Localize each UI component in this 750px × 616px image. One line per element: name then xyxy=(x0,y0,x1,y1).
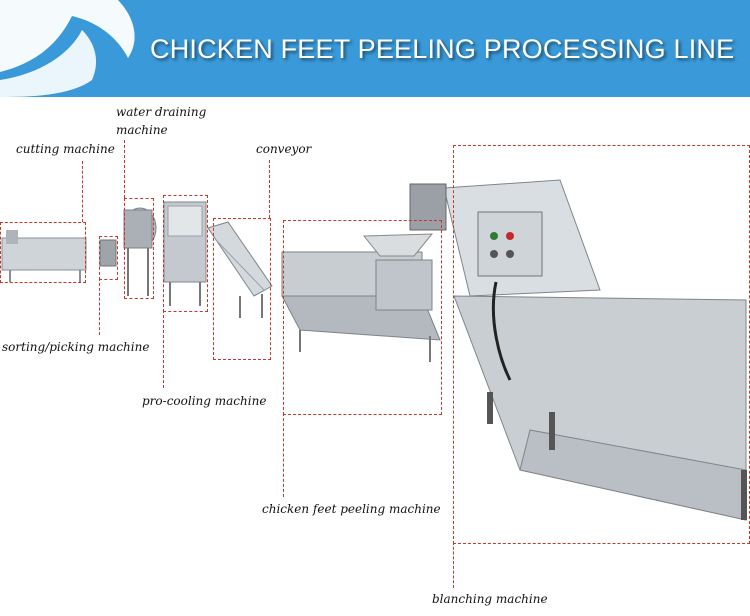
header-banner: CHICKEN FEET PEELING PROCESSING LINE xyxy=(0,0,750,97)
processing-line-illustration xyxy=(1,179,747,521)
label-cutting-machine: cutting machine xyxy=(16,142,115,156)
peeling-machine-drawing xyxy=(281,233,441,362)
sorting-machine-drawing xyxy=(99,239,117,267)
cutting-machine-callout-box xyxy=(0,222,86,283)
blanching-leader-line xyxy=(453,542,454,588)
label-pre-cooling-machine: pro-cooling machine xyxy=(142,394,267,408)
cutting-machine-drawing xyxy=(1,230,87,282)
blanching-machine-drawing xyxy=(409,179,747,521)
conveyor-drawing xyxy=(207,221,273,318)
sorting-machine-callout-box xyxy=(99,236,118,280)
label-water-draining-line2: machine xyxy=(116,123,168,137)
page-title: CHICKEN FEET PEELING PROCESSING LINE xyxy=(150,34,735,64)
precooling-leader-line xyxy=(163,310,164,388)
draining-leader-line xyxy=(124,140,125,198)
label-sorting-picking-machine: sorting/picking machine xyxy=(2,340,150,354)
label-water-draining-line1: water draining xyxy=(116,105,207,119)
water-draining-machine-drawing xyxy=(123,207,157,296)
peeling-machine-callout-box xyxy=(283,220,442,415)
peeling-leader-line xyxy=(283,413,284,497)
blanching-machine-callout-box xyxy=(453,145,750,544)
precooling-callout-box xyxy=(163,195,208,312)
cutting-leader-line xyxy=(82,161,83,222)
label-chicken-feet-peeling-machine: chicken feet peeling machine xyxy=(262,502,441,516)
conveyor-leader-line xyxy=(269,160,270,218)
logo-swoosh-icon xyxy=(0,0,135,97)
sorting-leader-line xyxy=(99,278,100,335)
water-draining-callout-box xyxy=(124,198,154,299)
label-conveyor: conveyor xyxy=(256,142,312,156)
precooling-machine-drawing xyxy=(163,201,207,306)
label-blanching-machine: blanching machine xyxy=(432,592,548,606)
conveyor-callout-box xyxy=(213,218,271,360)
